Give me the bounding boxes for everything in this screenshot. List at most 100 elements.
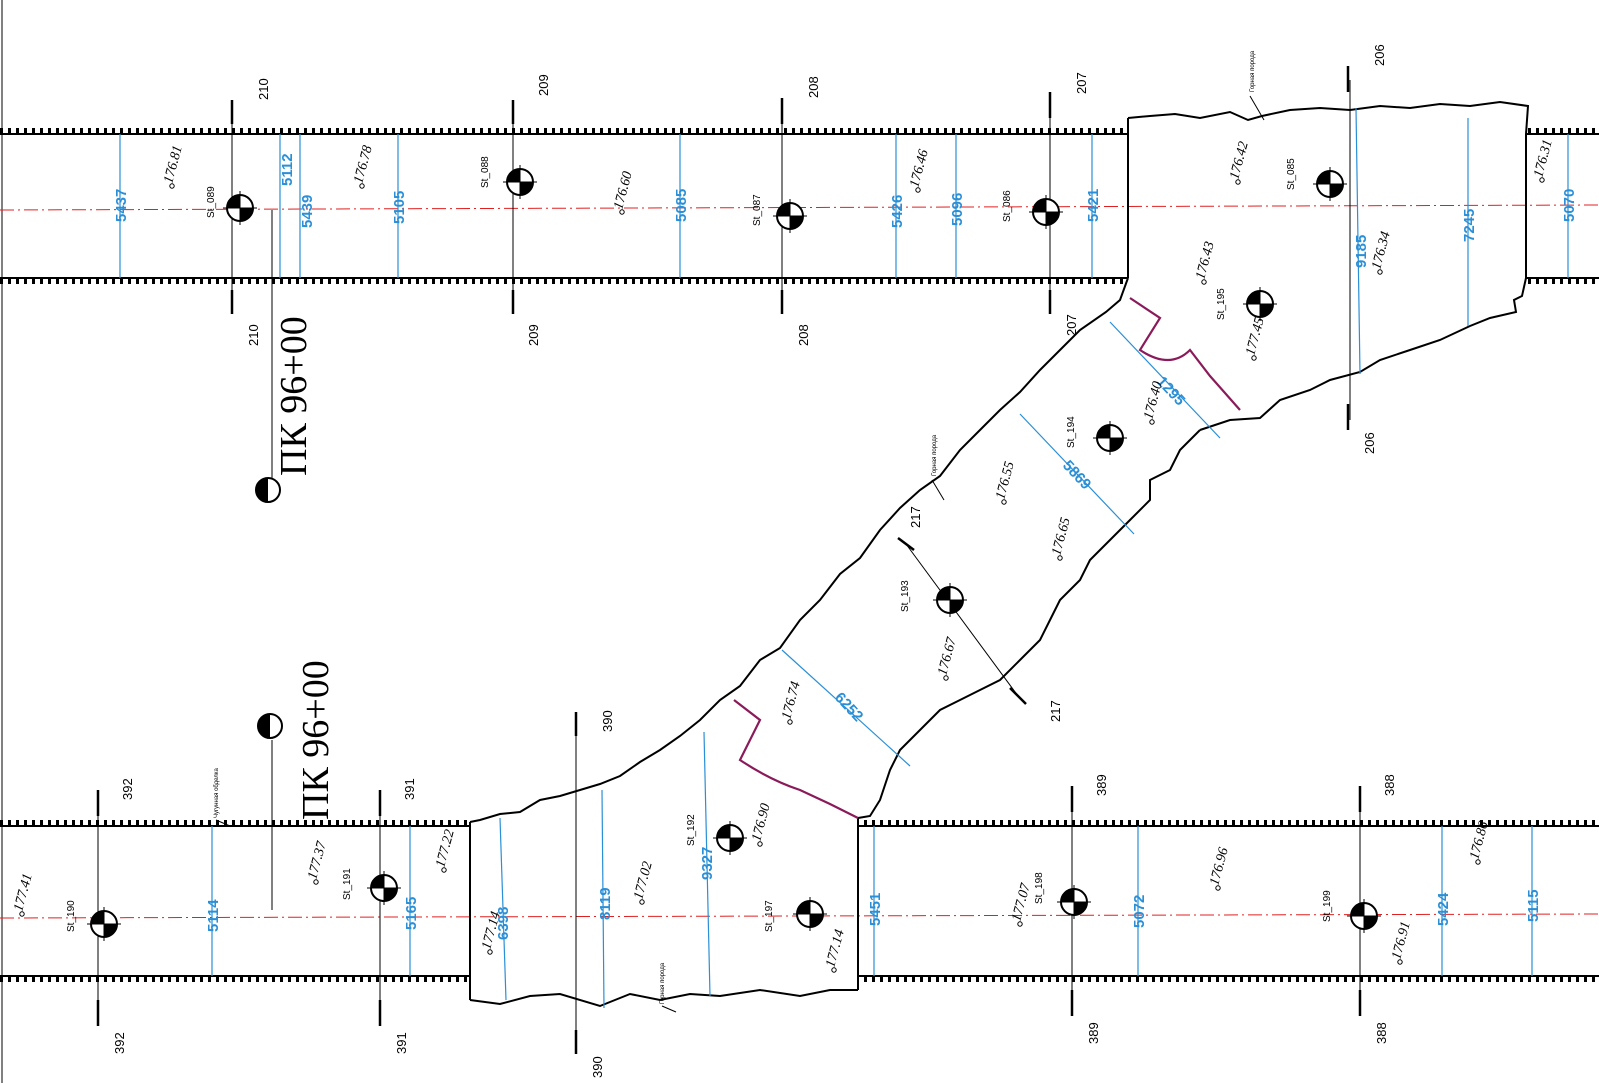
dimension-label: 5439 — [299, 195, 316, 228]
elevation-dot — [19, 911, 25, 917]
station-label: St_087 — [752, 194, 763, 226]
elevation-label: 176.43 — [1193, 240, 1217, 281]
station-label: St_085 — [1286, 158, 1297, 190]
station-label: St_197 — [764, 900, 775, 932]
elevation-label: 176.81 — [161, 144, 185, 185]
elevation-label: 176.46 — [907, 148, 931, 189]
station-label: St_193 — [900, 580, 911, 612]
section-label: 392 — [120, 778, 135, 800]
section-label: 391 — [394, 1032, 409, 1054]
station-symbol-fill — [717, 825, 743, 851]
dimension-label: 5112 — [279, 153, 296, 186]
dimension-label: 5070 — [1561, 189, 1578, 222]
gallery-upper-wall — [469, 277, 1129, 823]
dimension-label: 5437 — [113, 189, 130, 222]
elevation-dot — [1235, 179, 1241, 185]
elevation-label: 176.78 — [351, 144, 375, 185]
elevation-label: 176.42 — [1227, 140, 1251, 181]
elevation-labels: 176.81 176.78 176.60 176.46 176.42 176.3… — [11, 138, 1555, 969]
elevation-label: 177.45 — [1243, 316, 1267, 357]
elevation-label: 176.55 — [993, 460, 1017, 501]
dimension-label: 5421 — [1085, 189, 1102, 222]
pk-marker-lower: ПК 96+00 — [257, 660, 337, 910]
section-label: 209 — [536, 74, 551, 96]
elevation-dot — [943, 675, 949, 681]
elevation-label: 176.67 — [935, 635, 960, 677]
section-lines — [97, 80, 1361, 1040]
dimension-label: 5114 — [205, 899, 222, 932]
section-label: 390 — [600, 710, 615, 732]
station-symbol-fill — [507, 169, 533, 195]
dimension-label: 6252 — [831, 689, 866, 725]
elevation-label: 176.91 — [1389, 920, 1413, 961]
station-label: St_195 — [1216, 288, 1227, 320]
lower-tunnel — [0, 818, 1599, 1008]
station-symbol-fill — [1317, 171, 1343, 197]
section-label: 389 — [1094, 774, 1109, 796]
station-symbol-fill — [227, 195, 253, 221]
dimension-label: 8119 — [597, 887, 614, 920]
dimension-label: 5451 — [867, 893, 884, 926]
upper-tunnel — [0, 100, 1599, 823]
station-label: St_086 — [1002, 190, 1013, 222]
elevation-dot — [1377, 269, 1383, 275]
elevation-dot — [1475, 859, 1481, 865]
station-symbol-fill — [1097, 425, 1123, 451]
dimension-label: 5426 — [889, 195, 906, 228]
dimension-lines — [119, 107, 1569, 1009]
section-label: 206 — [1362, 432, 1377, 454]
elevation-dot — [915, 187, 921, 193]
elevation-dot — [787, 719, 793, 725]
station-symbol-fill — [777, 203, 803, 229]
gallery-lower-wall — [857, 429, 1201, 819]
rock-annotation: Горная порода — [660, 962, 666, 1004]
station-label: St_198 — [1034, 872, 1045, 904]
section-label: 217 — [1048, 700, 1063, 722]
elevation-label: 176.96 — [1207, 846, 1231, 887]
dimension-label: 5115 — [1525, 889, 1542, 922]
section-label: 389 — [1086, 1022, 1101, 1044]
lining-annotation: Чугунная обделка — [214, 768, 220, 818]
dimension-label: 5096 — [949, 193, 966, 226]
elevation-dot — [1215, 885, 1221, 891]
section-label: 207 — [1064, 314, 1079, 336]
elevation-dot — [831, 967, 837, 973]
elevation-label: 176.90 — [749, 802, 773, 843]
elevation-dot — [1539, 177, 1545, 183]
elevation-dot — [487, 949, 493, 955]
section-label: 210 — [256, 78, 271, 100]
elevation-dot — [441, 867, 447, 873]
section-label: 390 — [590, 1056, 605, 1078]
section-label: 207 — [1074, 72, 1089, 94]
station-symbol-fill — [1061, 889, 1087, 915]
section-label: 388 — [1382, 774, 1397, 796]
elevation-label: 177.07 — [1009, 881, 1034, 923]
elevation-dot — [169, 183, 175, 189]
dimension-label: 7245 — [1461, 209, 1478, 242]
station-symbol-fill — [937, 587, 963, 613]
elevation-label: 176.40 — [1141, 380, 1165, 421]
elevation-dot — [359, 183, 365, 189]
elevation-dot — [1017, 921, 1023, 927]
section-marks — [96, 66, 1362, 1054]
station-label: St_191 — [342, 868, 353, 900]
station-symbol-fill — [1351, 903, 1377, 929]
section-label: 391 — [402, 778, 417, 800]
elevation-label: 176.60 — [611, 170, 635, 211]
elevation-dot — [1001, 499, 1007, 505]
pk-label: ПК 96+00 — [273, 316, 315, 476]
station-symbol-fill — [1247, 291, 1273, 317]
section-numbers: 210 210 209 209 208 208 207 207 206 206 … — [112, 44, 1397, 1078]
station-label: St_192 — [686, 814, 697, 846]
dimension-label: 6398 — [495, 907, 512, 940]
elevation-dot — [1397, 959, 1403, 965]
pk-label: ПК 96+00 — [295, 660, 337, 820]
elevation-label: 176.31 — [1531, 138, 1555, 179]
station-label: St_199 — [1322, 890, 1333, 922]
dimension-label: 5165 — [403, 897, 420, 930]
section-label: 392 — [112, 1032, 127, 1054]
station-label: St_088 — [480, 156, 491, 188]
station-symbol-fill — [371, 875, 397, 901]
section-label: 208 — [806, 76, 821, 98]
